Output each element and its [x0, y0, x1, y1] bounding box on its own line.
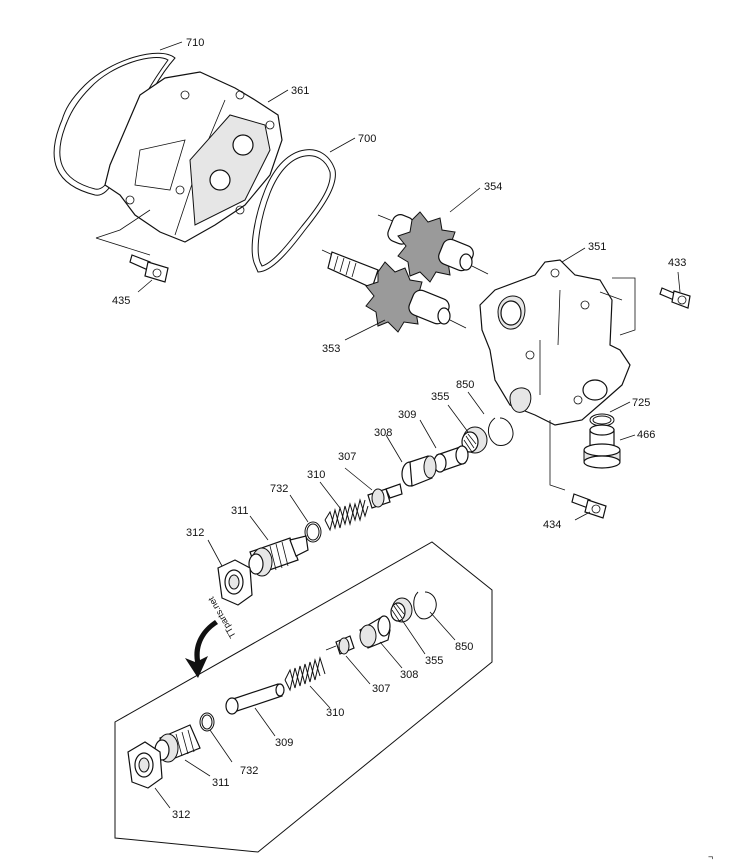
detail-seat-308 [359, 615, 391, 649]
o-ring-732 [304, 521, 322, 543]
label-351: 351 [588, 241, 606, 253]
snap-ring-850 [488, 417, 514, 447]
o-ring-725 [589, 413, 615, 427]
detail-label-309: 309 [275, 737, 293, 749]
label-700: 700 [358, 133, 376, 145]
label-309: 309 [398, 409, 416, 421]
bolt-434 [549, 420, 607, 519]
nut-312 [217, 559, 253, 606]
spring-310 [324, 498, 369, 532]
label-355: 355 [431, 391, 449, 403]
detail-poppet-307 [325, 635, 355, 655]
poppet-307 [367, 483, 403, 509]
label-434: 434 [543, 519, 561, 531]
detail-adjusting-screw-311 [154, 724, 201, 763]
detail-filter-355 [390, 597, 413, 623]
detail-label-312: 312 [172, 809, 190, 821]
detail-snap-ring-850 [413, 591, 437, 620]
label-725: 725 [632, 397, 650, 409]
label-312: 312 [186, 527, 204, 539]
seat-308 [401, 455, 437, 487]
driven-gear-354 [377, 211, 489, 283]
detail-label-732: 732 [240, 765, 258, 777]
corner-mark: ¬ [708, 852, 713, 862]
label-361: 361 [291, 85, 309, 97]
detail-o-ring-732 [199, 712, 215, 732]
bolt-435 [95, 209, 169, 283]
detail-arrow [185, 620, 218, 678]
label-433: 433 [668, 257, 686, 269]
detail-label-310: 310 [326, 707, 344, 719]
detail-spring-310 [284, 656, 326, 692]
sleeve-309 [433, 445, 469, 473]
label-354: 354 [484, 181, 502, 193]
detail-label-850: 850 [455, 641, 473, 653]
plug-466 [583, 424, 621, 469]
label-850: 850 [456, 379, 474, 391]
label-310: 310 [307, 469, 325, 481]
label-466: 466 [637, 429, 655, 441]
detail-sleeve-309 [225, 683, 285, 715]
detail-nut-312 [127, 741, 163, 789]
detail-label-311: 311 [212, 777, 230, 789]
detail-label-355: 355 [425, 655, 443, 667]
label-308: 308 [374, 427, 392, 439]
detail-label-307: 307 [372, 683, 390, 695]
adjusting-screw-311 [248, 535, 309, 577]
label-353: 353 [322, 343, 340, 355]
detail-label-308: 308 [400, 669, 418, 681]
label-435: 435 [112, 295, 130, 307]
drive-gear-shaft-353 [321, 249, 467, 333]
label-732: 732 [270, 483, 288, 495]
leader-lines [137, 41, 681, 809]
gasket-700 [251, 149, 336, 273]
label-710: 710 [186, 37, 204, 49]
label-307: 307 [338, 451, 356, 463]
detail-box [114, 541, 493, 853]
label-311: 311 [231, 505, 249, 517]
pump-body-351 [479, 259, 631, 426]
cover-plate-361 [104, 71, 283, 243]
bolt-433 [612, 277, 691, 336]
filter-355 [461, 426, 488, 454]
